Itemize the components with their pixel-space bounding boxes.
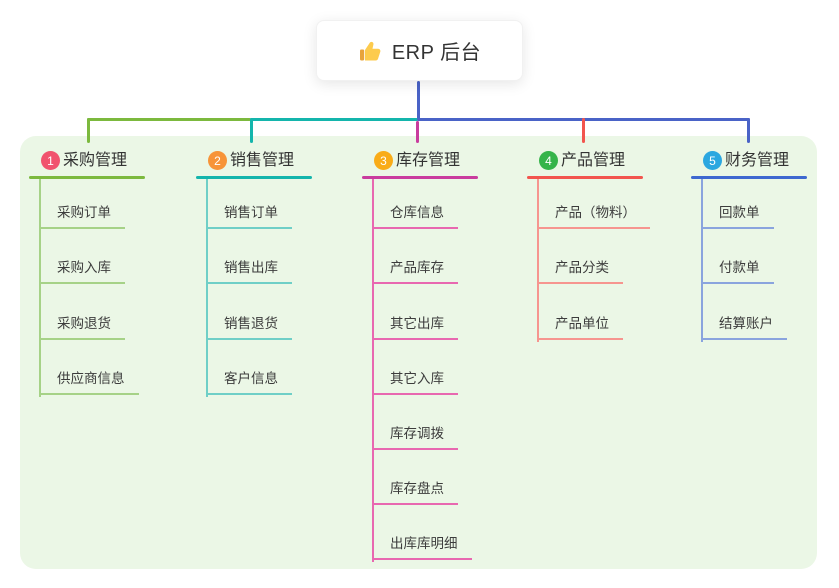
- branch-children-connector-5: [701, 178, 703, 342]
- drop-purchase: [87, 118, 90, 143]
- child-node[interactable]: 付款单: [701, 259, 774, 284]
- child-node[interactable]: 回款单: [701, 204, 774, 229]
- child-node[interactable]: 产品库存: [372, 259, 458, 284]
- branch-underline-1: [29, 176, 145, 179]
- branches-panel: [20, 136, 817, 569]
- child-node[interactable]: 采购退货: [39, 315, 125, 340]
- thumbs-up-icon: [358, 39, 382, 63]
- branch-underline-5: [691, 176, 807, 179]
- child-node[interactable]: 库存盘点: [372, 480, 458, 505]
- child-node[interactable]: 其它入库: [372, 370, 458, 395]
- rail-segment-sales: [250, 118, 418, 121]
- child-label: 采购入库: [57, 260, 111, 275]
- branch-badge-3: 3: [374, 151, 393, 170]
- child-node[interactable]: 库存调拨: [372, 425, 458, 450]
- child-node[interactable]: 出库库明细: [372, 535, 472, 560]
- root-connector: [417, 81, 420, 121]
- child-node[interactable]: 客户信息: [206, 370, 292, 395]
- child-node[interactable]: 其它出库: [372, 315, 458, 340]
- branch-children-connector-3: [372, 178, 374, 562]
- child-node[interactable]: 产品（物料）: [537, 204, 650, 229]
- child-label: 库存调拨: [390, 426, 444, 441]
- child-label: 仓库信息: [390, 205, 444, 220]
- root-node[interactable]: ERP 后台: [316, 20, 523, 81]
- child-label: 产品单位: [555, 316, 609, 331]
- branch-children-connector-2: [206, 178, 208, 397]
- child-node[interactable]: 仓库信息: [372, 204, 458, 229]
- child-node[interactable]: 采购入库: [39, 259, 125, 284]
- branch-badge-5: 5: [703, 151, 722, 170]
- drop-product: [582, 118, 585, 143]
- child-label: 供应商信息: [57, 371, 125, 386]
- child-node[interactable]: 销售出库: [206, 259, 292, 284]
- child-label: 出库库明细: [390, 536, 458, 551]
- rail-segment-purchase: [87, 118, 251, 121]
- child-label: 销售出库: [224, 260, 278, 275]
- drop-finance: [747, 118, 750, 143]
- child-label: 销售退货: [224, 316, 278, 331]
- child-node[interactable]: 结算账户: [701, 315, 787, 340]
- drop-sales: [250, 118, 253, 143]
- child-label: 产品库存: [390, 260, 444, 275]
- child-label: 产品（物料）: [555, 205, 636, 220]
- child-node[interactable]: 采购订单: [39, 204, 125, 229]
- drop-inventory: [416, 121, 419, 143]
- child-label: 其它入库: [390, 371, 444, 386]
- child-label: 销售订单: [224, 205, 278, 220]
- child-node[interactable]: 供应商信息: [39, 370, 139, 395]
- branch-badge-2: 2: [208, 151, 227, 170]
- child-node[interactable]: 销售退货: [206, 315, 292, 340]
- child-label: 产品分类: [555, 260, 609, 275]
- branch-underline-3: [362, 176, 478, 179]
- branch-title-finance[interactable]: 财务管理: [725, 152, 790, 169]
- child-node[interactable]: 销售订单: [206, 204, 292, 229]
- child-label: 其它出库: [390, 316, 444, 331]
- branch-badge-4: 4: [539, 151, 558, 170]
- branch-title-sales[interactable]: 销售管理: [230, 152, 295, 169]
- child-label: 客户信息: [224, 371, 278, 386]
- child-label: 回款单: [719, 205, 760, 220]
- child-node[interactable]: 产品单位: [537, 315, 623, 340]
- branch-title-inventory[interactable]: 库存管理: [396, 152, 461, 169]
- child-label: 付款单: [719, 260, 760, 275]
- child-label: 采购订单: [57, 205, 111, 220]
- branch-underline-2: [196, 176, 312, 179]
- child-node[interactable]: 产品分类: [537, 259, 623, 284]
- branch-underline-4: [527, 176, 643, 179]
- branch-children-connector-1: [39, 178, 41, 397]
- child-label: 采购退货: [57, 316, 111, 331]
- branch-children-connector-4: [537, 178, 539, 342]
- branch-title-purchase[interactable]: 采购管理: [63, 152, 128, 169]
- child-label: 库存盘点: [390, 481, 444, 496]
- branch-title-product[interactable]: 产品管理: [561, 152, 626, 169]
- root-node-label: ERP 后台: [391, 42, 482, 64]
- branch-badge-1: 1: [41, 151, 60, 170]
- child-label: 结算账户: [719, 316, 773, 331]
